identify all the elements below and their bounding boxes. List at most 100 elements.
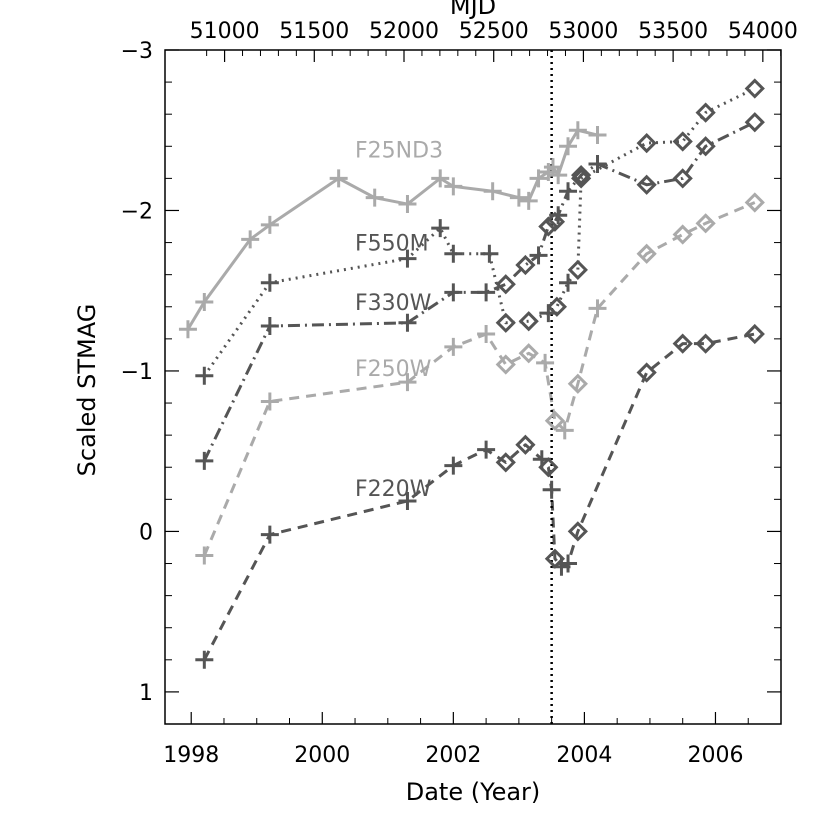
data-point-diamond-f220w: [695, 333, 716, 354]
data-point-diamond-f220w: [538, 457, 559, 478]
data-point-plus-f250w: [477, 325, 496, 344]
data-point-plus-f330w: [398, 313, 417, 332]
axis-ticks-layer: 1998 2000 2002 2004 2006 51000 51500 52000 52500…: [121, 19, 798, 768]
top-axis-title: MJD: [450, 0, 496, 20]
data-point-diamond-f330w: [515, 254, 536, 276]
data-point-diamond-f550m: [571, 168, 592, 189]
data-point-diamond-f550m: [546, 296, 568, 317]
data-point-plus-f25nd3: [398, 195, 417, 214]
data-point-diamond-f330w: [695, 136, 716, 157]
data-point-plus-f550m: [559, 273, 578, 292]
data-point-plus-f330w: [559, 182, 578, 201]
data-point-plus-f330w: [444, 283, 463, 302]
data-point-plus-f330w: [477, 283, 496, 302]
data-point-plus-f25nd3: [178, 320, 197, 339]
data-point-plus-f250w: [536, 353, 555, 372]
data-point-plus-f25nd3: [365, 188, 384, 207]
data-point-diamond-f550m: [695, 102, 716, 123]
y-tick-label: −2: [121, 199, 153, 224]
data-point-diamond-f330w: [544, 211, 566, 232]
data-point-plus-f25nd3: [509, 188, 528, 207]
data-point-plus-f25nd3: [431, 169, 450, 188]
x-tick-label: 1998: [163, 743, 219, 768]
data-point-diamond-f250w: [695, 213, 716, 234]
data-point-plus-f220w: [477, 440, 496, 459]
x-tick-label: 2000: [294, 743, 350, 768]
x-axis-title: Date (Year): [406, 778, 541, 806]
series-label-f550m: F550M: [355, 232, 429, 257]
series-lines-layer: [186, 87, 756, 661]
data-point-plus-f550m: [431, 219, 450, 238]
plot-frame-layer: [164, 49, 782, 725]
data-point-plus-f250w: [555, 421, 574, 440]
data-point-diamond-f250w: [518, 343, 539, 364]
series-line-f250w: [202, 201, 756, 557]
y-tick-label: −3: [121, 39, 153, 64]
data-point-diamond-f550m: [672, 131, 693, 152]
data-point-plus-f25nd3: [519, 191, 538, 210]
y-tick-label: 0: [139, 520, 153, 545]
data-point-diamond-f330w: [744, 112, 765, 133]
data-point-plus-f25nd3: [529, 169, 548, 188]
top-tick-label: 52500: [459, 19, 529, 44]
data-point-plus-f330w: [588, 154, 607, 173]
data-point-plus-f550m: [398, 249, 417, 268]
data-point-plus-f25nd3: [329, 169, 348, 188]
data-point-plus-f25nd3: [549, 166, 568, 185]
data-point-plus-f250w: [444, 337, 463, 356]
x-tick-label: 2002: [425, 743, 481, 768]
data-point-plus-f220w: [559, 554, 578, 573]
data-point-diamond-f250w: [744, 192, 765, 213]
data-point-diamond-f550m: [495, 312, 516, 333]
data-point-plus-f250w: [398, 373, 417, 392]
data-point-plus-f550m: [195, 366, 214, 385]
series-markers-layer: [178, 78, 765, 669]
data-point-diamond-f220w: [636, 362, 657, 383]
data-point-diamond-f330w: [538, 216, 559, 237]
series-label-f330w: F330W: [355, 291, 432, 316]
data-point-plus-f220w: [398, 491, 417, 510]
data-point-diamond-f250w: [636, 243, 657, 264]
data-point-plus-f550m: [444, 244, 463, 263]
series-line-f220w: [202, 332, 756, 661]
top-tick-label: 51000: [190, 19, 260, 44]
data-point-plus-f220w: [260, 525, 279, 544]
data-point-plus-f220w: [542, 480, 561, 499]
plot-frame: [164, 49, 782, 725]
data-point-diamond-f250w: [672, 224, 693, 245]
x-tick-label: 2006: [687, 743, 743, 768]
data-point-plus-f250w: [588, 299, 607, 318]
data-point-diamond-f330w: [636, 174, 657, 195]
data-point-plus-f250w: [195, 546, 214, 565]
data-point-plus-f330w: [549, 206, 568, 225]
x-tick-label: 2004: [556, 743, 612, 768]
data-point-diamond-f220w: [567, 521, 588, 542]
data-point-diamond-f550m: [744, 78, 765, 99]
data-point-plus-f25nd3: [483, 182, 502, 201]
series-label-f250w: F250W: [355, 357, 432, 382]
data-point-plus-f220w: [195, 650, 214, 669]
data-point-diamond-f250w: [495, 354, 516, 375]
data-point-diamond-f250w: [544, 410, 566, 431]
data-point-plus-f550m: [260, 273, 279, 292]
data-point-diamond-f220w: [672, 333, 693, 354]
series-label-f25nd3: F25ND3: [355, 139, 443, 164]
top-tick-label: 53000: [548, 19, 618, 44]
data-point-plus-f25nd3: [588, 126, 607, 145]
data-point-diamond-f550m: [636, 132, 657, 154]
data-point-plus-f220w: [444, 456, 463, 475]
data-point-plus-f25nd3: [444, 177, 463, 196]
y-tick-label: 1: [139, 681, 153, 706]
data-point-diamond-f550m: [518, 311, 539, 332]
data-point-plus-f25nd3: [568, 121, 587, 140]
data-point-diamond-f220w: [744, 323, 765, 345]
data-point-plus-f25nd3: [241, 230, 260, 249]
data-point-diamond-f220w: [495, 452, 516, 473]
data-point-plus-f330w: [529, 246, 548, 265]
data-point-diamond-f250w: [567, 373, 588, 394]
top-tick-label: 51500: [279, 19, 349, 44]
top-tick-label: 52000: [369, 19, 439, 44]
data-point-diamond-f330w: [571, 165, 592, 186]
